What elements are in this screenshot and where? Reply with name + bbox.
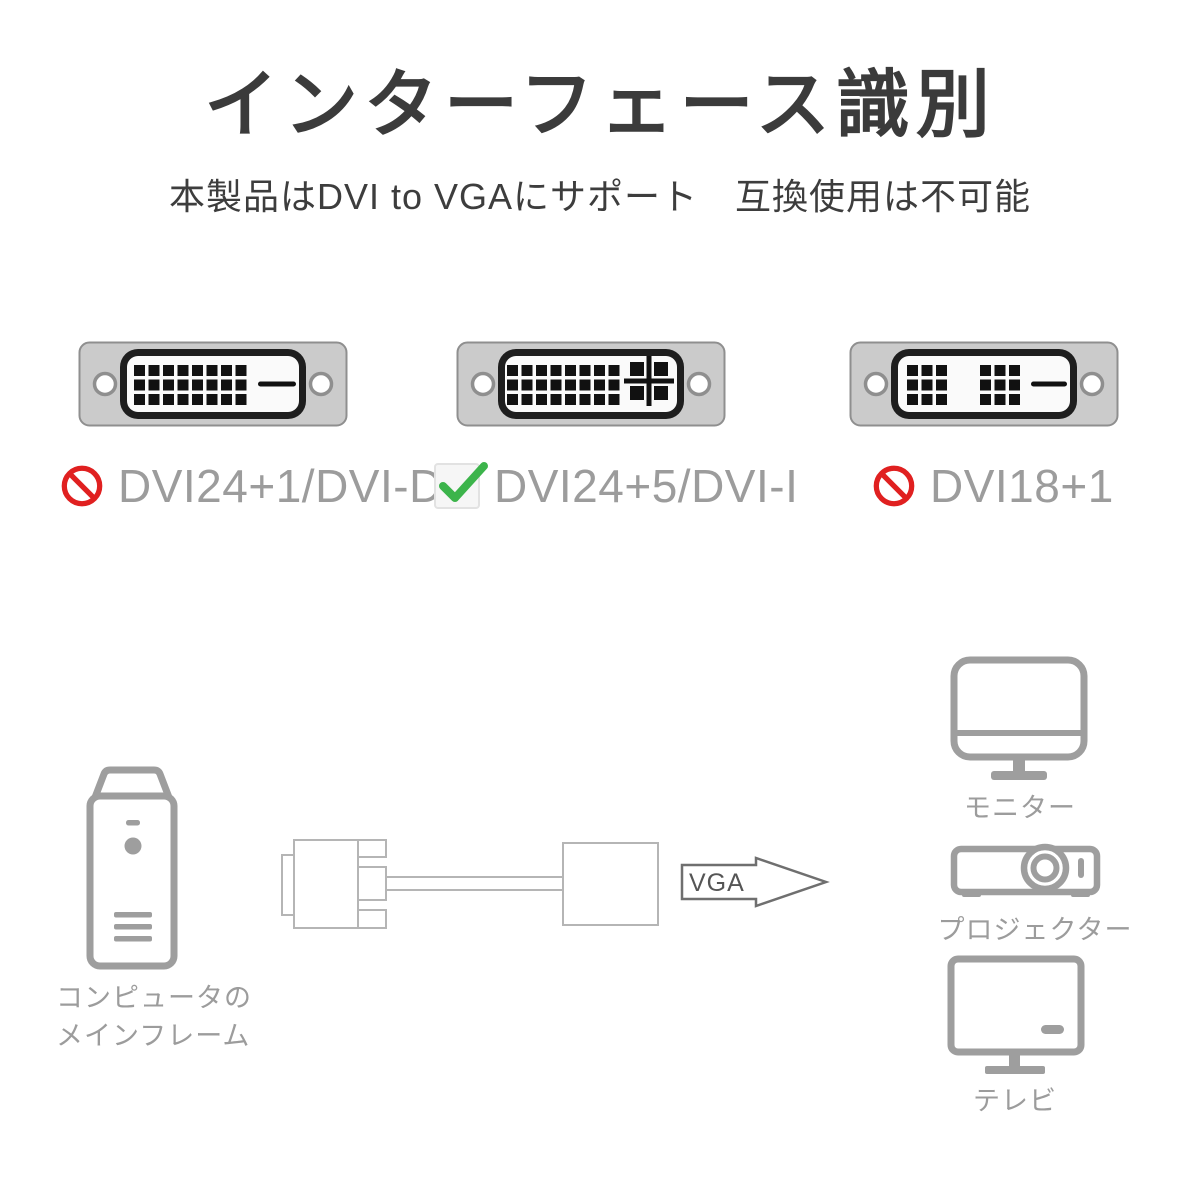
mainframe-caption-line2: メインフレーム [56,1020,251,1051]
projector-icon [950,843,1101,897]
connector-name: DVI24+1/DVI-D [118,460,443,512]
vga-arrow-label: VGA [689,869,745,897]
vga-arrow-icon: VGA [680,856,830,908]
dvi-d-connector-graphic [78,341,348,427]
dvi-18plus1-connector-graphic [849,341,1119,427]
prohibited-icon [61,465,103,507]
tv-icon [947,955,1085,1074]
mainframe-caption: コンピュータの メインフレーム [56,980,252,1056]
mainframe-caption-line1: コンピュータの [56,983,252,1013]
connector-name: DVI18+1 [930,460,1114,512]
page-subtitle: 本製品はDVI to VGAにサポート 互換使用は不可能 [168,176,1032,217]
connector-name: DVI24+5/DVI-I [494,460,799,512]
connector-label-dvi-i: DVI24+5/DVI-I [434,460,798,512]
dvi-vga-adapter-cable-graphic [281,839,659,929]
dvi-i-connector-graphic [456,341,726,427]
connector-label-dvi-18plus1: DVI18+1 [872,460,1114,512]
tv-caption: テレビ [973,1086,1057,1116]
computer-tower-icon [86,766,178,970]
check-icon [434,462,488,509]
monitor-icon [950,656,1088,780]
projector-caption: プロジェクター [937,915,1133,945]
monitor-caption: モニター [964,793,1076,823]
page-title: インターフェース識別 [204,63,996,146]
prohibited-icon [873,465,915,507]
connector-label-dvi-d: DVI24+1/DVI-D [60,460,443,512]
